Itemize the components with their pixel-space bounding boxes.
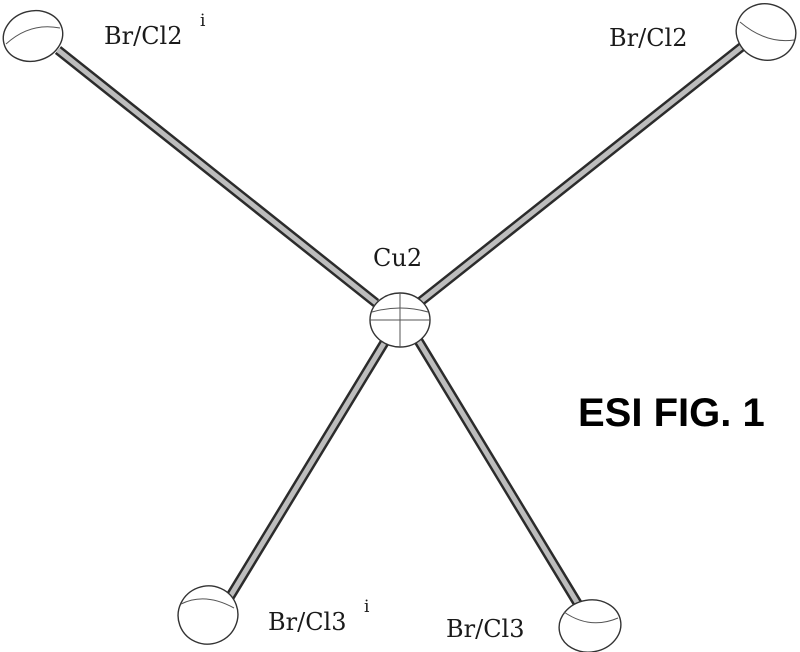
label-brcl3: Br/Cl3 bbox=[446, 615, 525, 643]
svg-text:Br/Cl3: Br/Cl3 bbox=[268, 608, 347, 636]
atom-brcl2i-ellipsoid bbox=[2, 9, 64, 63]
label-brcl2: Br/Cl2 bbox=[609, 24, 688, 52]
atom-brcl3i-ellipsoid bbox=[177, 585, 239, 645]
bond-cu2-brcl3i bbox=[223, 337, 391, 603]
atom-cu2-ellipsoid bbox=[369, 292, 431, 348]
label-brcl2i: Br/Cl2 i bbox=[104, 11, 206, 50]
bond-cu2-brcl2i bbox=[54, 46, 380, 307]
bond-cu2-brcl2 bbox=[416, 41, 748, 306]
svg-text:Br/Cl2: Br/Cl2 bbox=[104, 22, 183, 50]
figure-label: ESI FIG. 1 bbox=[578, 391, 765, 435]
label-brcl2i-superscript: i bbox=[200, 11, 206, 31]
atom-brcl3-ellipsoid bbox=[558, 599, 622, 652]
label-brcl3i: Br/Cl3 i bbox=[268, 597, 370, 636]
bond-cu2-brcl3 bbox=[413, 337, 583, 607]
label-brcl3i-superscript: i bbox=[364, 597, 370, 617]
label-cu2: Cu2 bbox=[373, 244, 422, 272]
atom-brcl2-ellipsoid bbox=[735, 3, 797, 61]
